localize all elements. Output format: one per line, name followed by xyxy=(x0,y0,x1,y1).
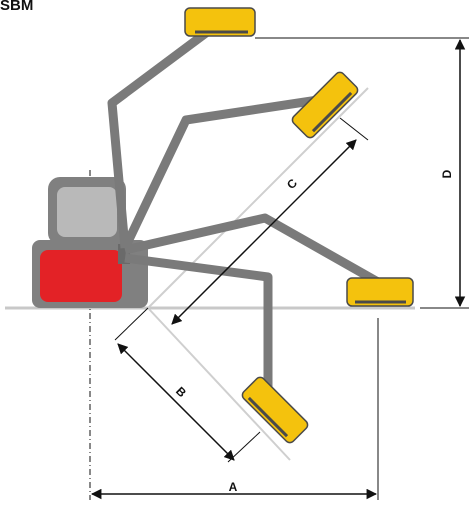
mower-head-ground xyxy=(346,277,414,307)
tractor-cab xyxy=(32,177,148,308)
arm-top-position xyxy=(107,20,221,249)
b-ref-line-top xyxy=(114,307,149,341)
mower-head-top xyxy=(184,7,256,37)
dimension-b-label: B xyxy=(173,384,189,400)
dimension-b-arrow xyxy=(117,343,235,461)
dimension-d-label: D xyxy=(440,169,454,178)
mower-head-bank xyxy=(291,71,359,139)
dimension-c-arrow xyxy=(171,139,357,325)
c-ref-line xyxy=(339,117,369,141)
b-ref-line-bottom xyxy=(227,431,261,463)
diagram-title: SBM xyxy=(0,0,34,14)
mower-head-ditch xyxy=(241,376,309,444)
dimension-c-label: C xyxy=(284,176,300,192)
arm-bank-position xyxy=(120,95,319,250)
dimension-a-label: A xyxy=(229,480,238,494)
